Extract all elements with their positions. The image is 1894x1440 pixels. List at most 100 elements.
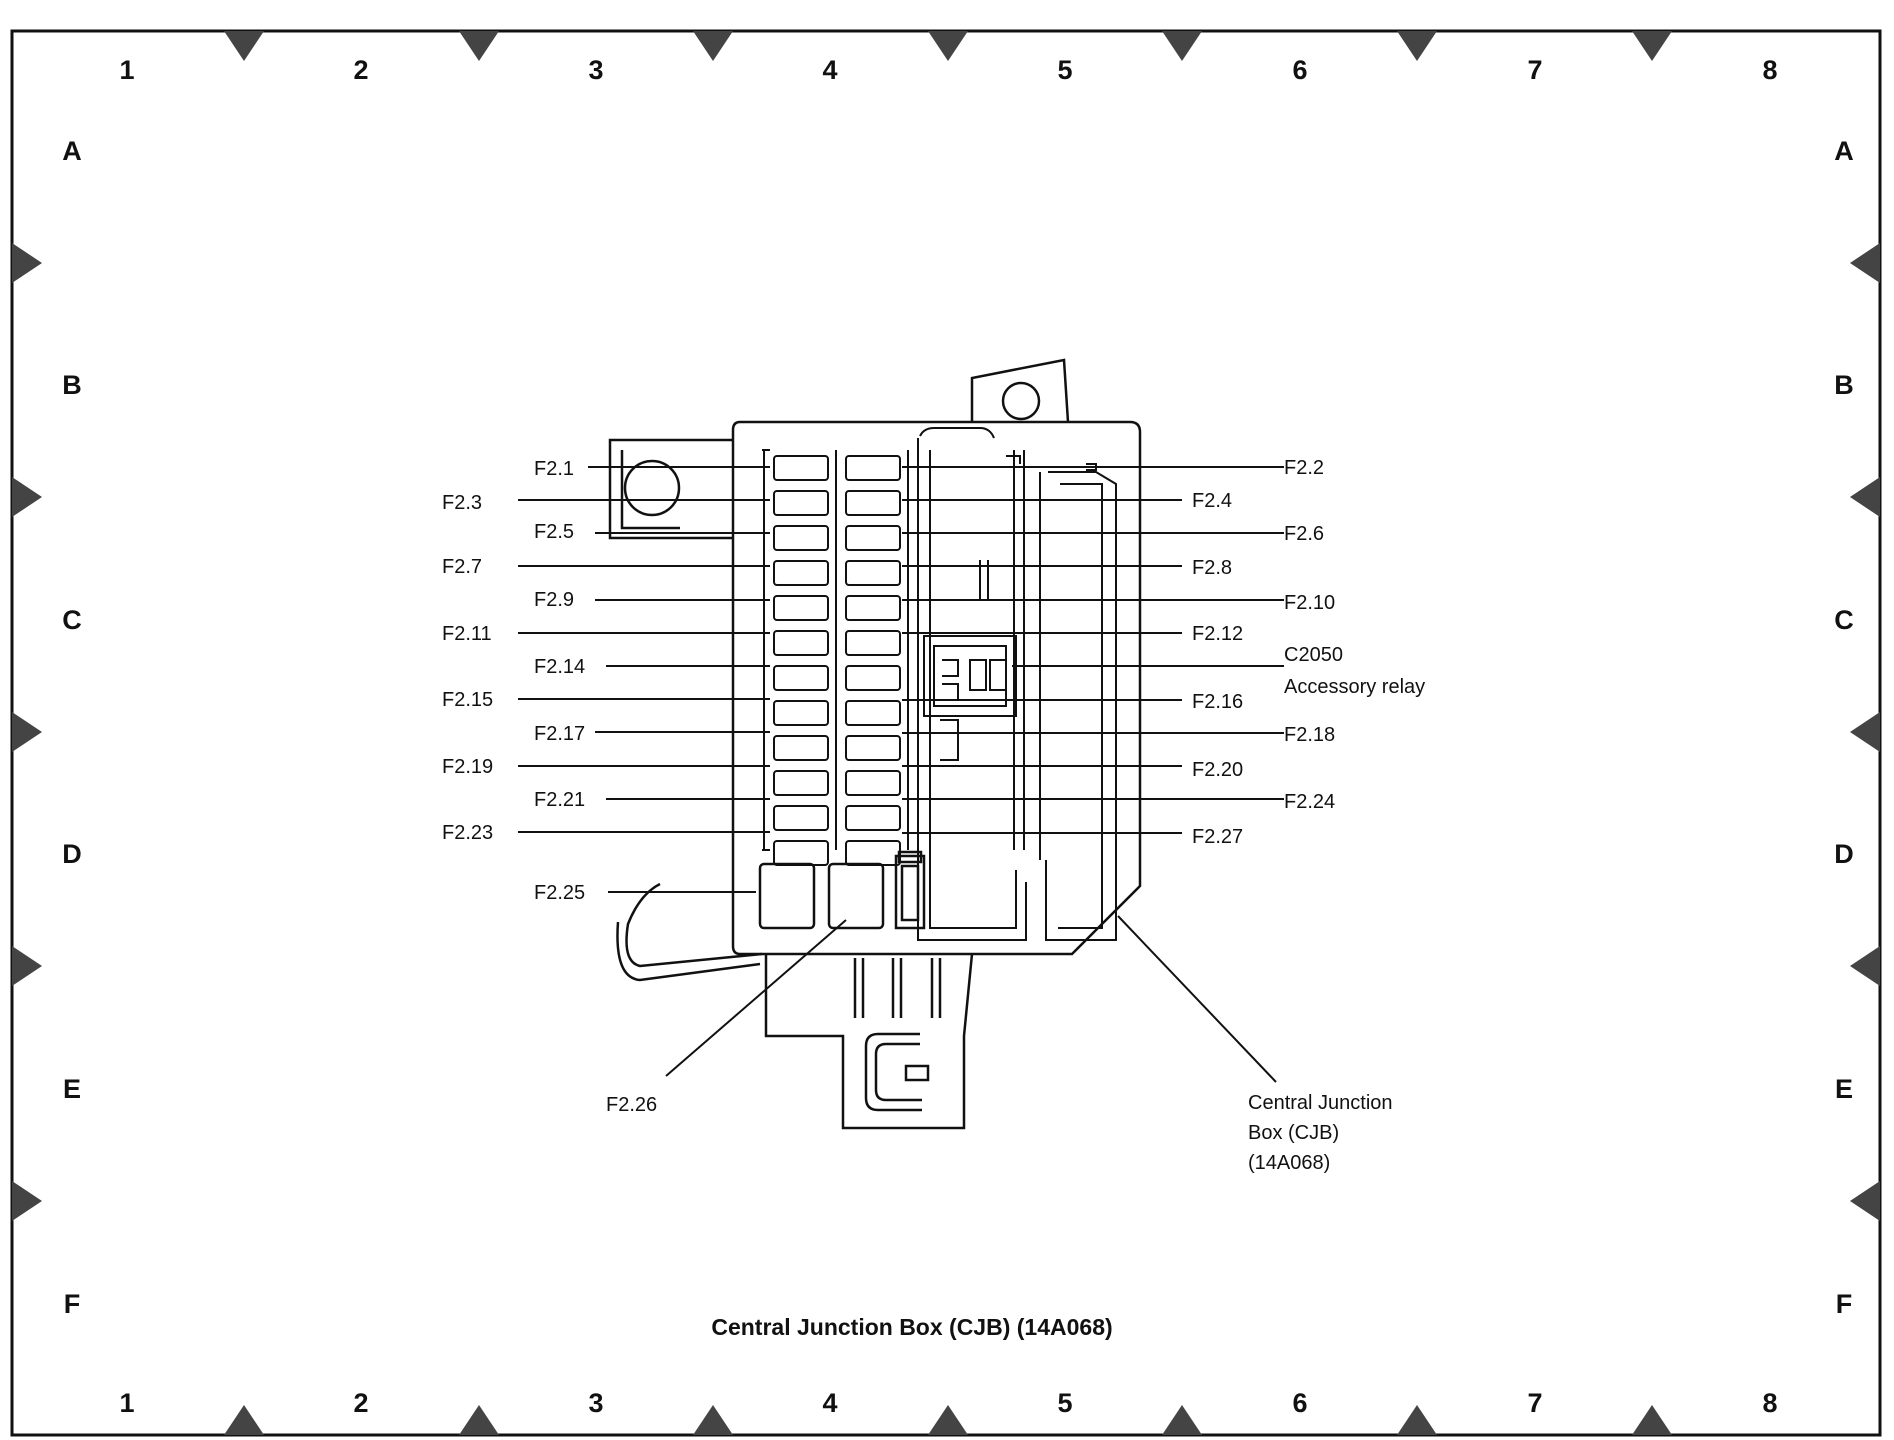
label-f2-23: F2.23 <box>442 822 493 844</box>
label-f2-19: F2.19 <box>442 756 493 778</box>
mounting-tab-top <box>970 358 1070 423</box>
grid-columns-top: 1 2 3 4 5 6 7 8 <box>119 55 1777 85</box>
mounting-hole-left <box>623 459 681 517</box>
grid-marker-bottom <box>1397 1405 1437 1435</box>
grid-row-c-left: C <box>62 605 82 635</box>
grid-col-5-bottom: 5 <box>1057 1388 1072 1418</box>
grid-row-b-left: B <box>62 370 82 400</box>
grid-marker-left <box>12 477 42 517</box>
cjb-main-body <box>731 420 1142 956</box>
grid-marker-right <box>1850 243 1880 283</box>
grid-row-c-right: C <box>1834 605 1854 635</box>
label-f2-5: F2.5 <box>534 521 574 543</box>
grid-marker-left <box>12 946 42 986</box>
grid-col-3-top: 3 <box>588 55 603 85</box>
grid-row-d-left: D <box>62 839 82 869</box>
mounting-hole-top <box>1001 381 1041 421</box>
grid-marker-bottom <box>224 1405 264 1435</box>
grid-col-4-top: 4 <box>822 55 837 85</box>
label-f2-18: F2.18 <box>1284 724 1335 746</box>
grid-row-e-left: E <box>63 1074 81 1104</box>
grid-marker-top <box>1397 31 1437 61</box>
grid-marker-top <box>1162 31 1202 61</box>
grid-row-f-left: F <box>64 1289 81 1319</box>
grid-row-b-right: B <box>1834 370 1854 400</box>
label-f2-20: F2.20 <box>1192 759 1243 781</box>
label-cjb-line3: (14A068) <box>1248 1152 1330 1174</box>
grid-columns-bottom: 1 2 3 4 5 6 7 8 <box>119 1388 1777 1418</box>
grid-col-3-bottom: 3 <box>588 1388 603 1418</box>
grid-marker-top <box>224 31 264 61</box>
lower-sockets <box>758 850 926 930</box>
grid-col-2-bottom: 2 <box>353 1388 368 1418</box>
callout-labels: F2.1 F2.3 F2.5 F2.7 F2.9 F2.11 F2.14 F2.… <box>442 457 1425 1174</box>
label-f2-25: F2.25 <box>534 882 585 904</box>
small-fuse-holder <box>894 854 926 930</box>
diagram-caption: Central Junction Box (CJB) (14A068) <box>711 1314 1112 1340</box>
label-f2-27: F2.27 <box>1192 826 1243 848</box>
label-f2-2: F2.2 <box>1284 457 1324 479</box>
grid-col-7-bottom: 7 <box>1527 1388 1542 1418</box>
label-f2-16: F2.16 <box>1192 691 1243 713</box>
left-bracket-inner <box>620 450 680 530</box>
grid-marker-top <box>693 31 733 61</box>
label-f2-24: F2.24 <box>1284 791 1335 813</box>
label-cjb-line2: Box (CJB) <box>1248 1122 1339 1144</box>
label-f2-26: F2.26 <box>606 1094 657 1116</box>
grid-rows-right: A B C D E F <box>1834 136 1854 1319</box>
grid-rows-left: A B C D E F <box>62 136 82 1319</box>
grid-col-5-top: 5 <box>1057 55 1072 85</box>
relay-terminal <box>969 659 987 691</box>
grid-col-7-top: 7 <box>1527 55 1542 85</box>
maxi-fuse-socket-f2-25 <box>758 862 816 930</box>
grid-marker-left <box>12 243 42 283</box>
grid-col-1-bottom: 1 <box>119 1388 134 1418</box>
label-f2-9: F2.9 <box>534 589 574 611</box>
latch-window <box>904 1064 930 1082</box>
grid-col-4-bottom: 4 <box>822 1388 837 1418</box>
label-accessory-relay: Accessory relay <box>1284 676 1425 698</box>
label-cjb-line1: Central Junction <box>1248 1092 1393 1114</box>
grid-marker-top <box>459 31 499 61</box>
grid-marker-right <box>1850 1181 1880 1221</box>
grid-marker-right <box>1850 477 1880 517</box>
grid-markers <box>12 31 1880 1435</box>
grid-col-2-top: 2 <box>353 55 368 85</box>
accessory-relay <box>923 635 1017 717</box>
grid-marker-bottom <box>1632 1405 1672 1435</box>
grid-marker-bottom <box>693 1405 733 1435</box>
bottom-connector-housing <box>764 953 974 1130</box>
grid-row-e-right: E <box>1835 1074 1853 1104</box>
grid-marker-right <box>1850 712 1880 752</box>
label-f2-14: F2.14 <box>534 656 585 678</box>
fuse-column-left <box>762 449 837 866</box>
label-f2-17: F2.17 <box>534 723 585 745</box>
grid-marker-bottom <box>1162 1405 1202 1435</box>
grid-marker-top <box>928 31 968 61</box>
grid-row-a-right: A <box>1834 136 1854 166</box>
label-f2-3: F2.3 <box>442 492 482 514</box>
relay-housing <box>923 635 1017 717</box>
label-f2-8: F2.8 <box>1192 557 1232 579</box>
grid-marker-right <box>1850 946 1880 986</box>
grid-col-6-top: 6 <box>1292 55 1307 85</box>
label-f2-1: F2.1 <box>534 458 574 480</box>
latch-outline <box>864 1032 922 1112</box>
label-f2-4: F2.4 <box>1192 490 1232 512</box>
label-f2-11: F2.11 <box>442 623 492 645</box>
relay-terminal <box>989 659 1007 691</box>
leader-lines <box>518 466 1284 1083</box>
grid-col-1-top: 1 <box>119 55 134 85</box>
label-c2050: C2050 <box>1284 644 1343 666</box>
grid-row-f-right: F <box>1836 1289 1853 1319</box>
grid-row-d-right: D <box>1834 839 1854 869</box>
grid-col-8-top: 8 <box>1762 55 1777 85</box>
grid-row-a-left: A <box>62 136 82 166</box>
left-bracket <box>608 438 733 540</box>
label-f2-10: F2.10 <box>1284 592 1335 614</box>
maxi-fuse-socket-f2-26 <box>827 862 885 930</box>
label-f2-6: F2.6 <box>1284 523 1324 545</box>
grid-col-6-bottom: 6 <box>1292 1388 1307 1418</box>
label-f2-7: F2.7 <box>442 556 482 578</box>
